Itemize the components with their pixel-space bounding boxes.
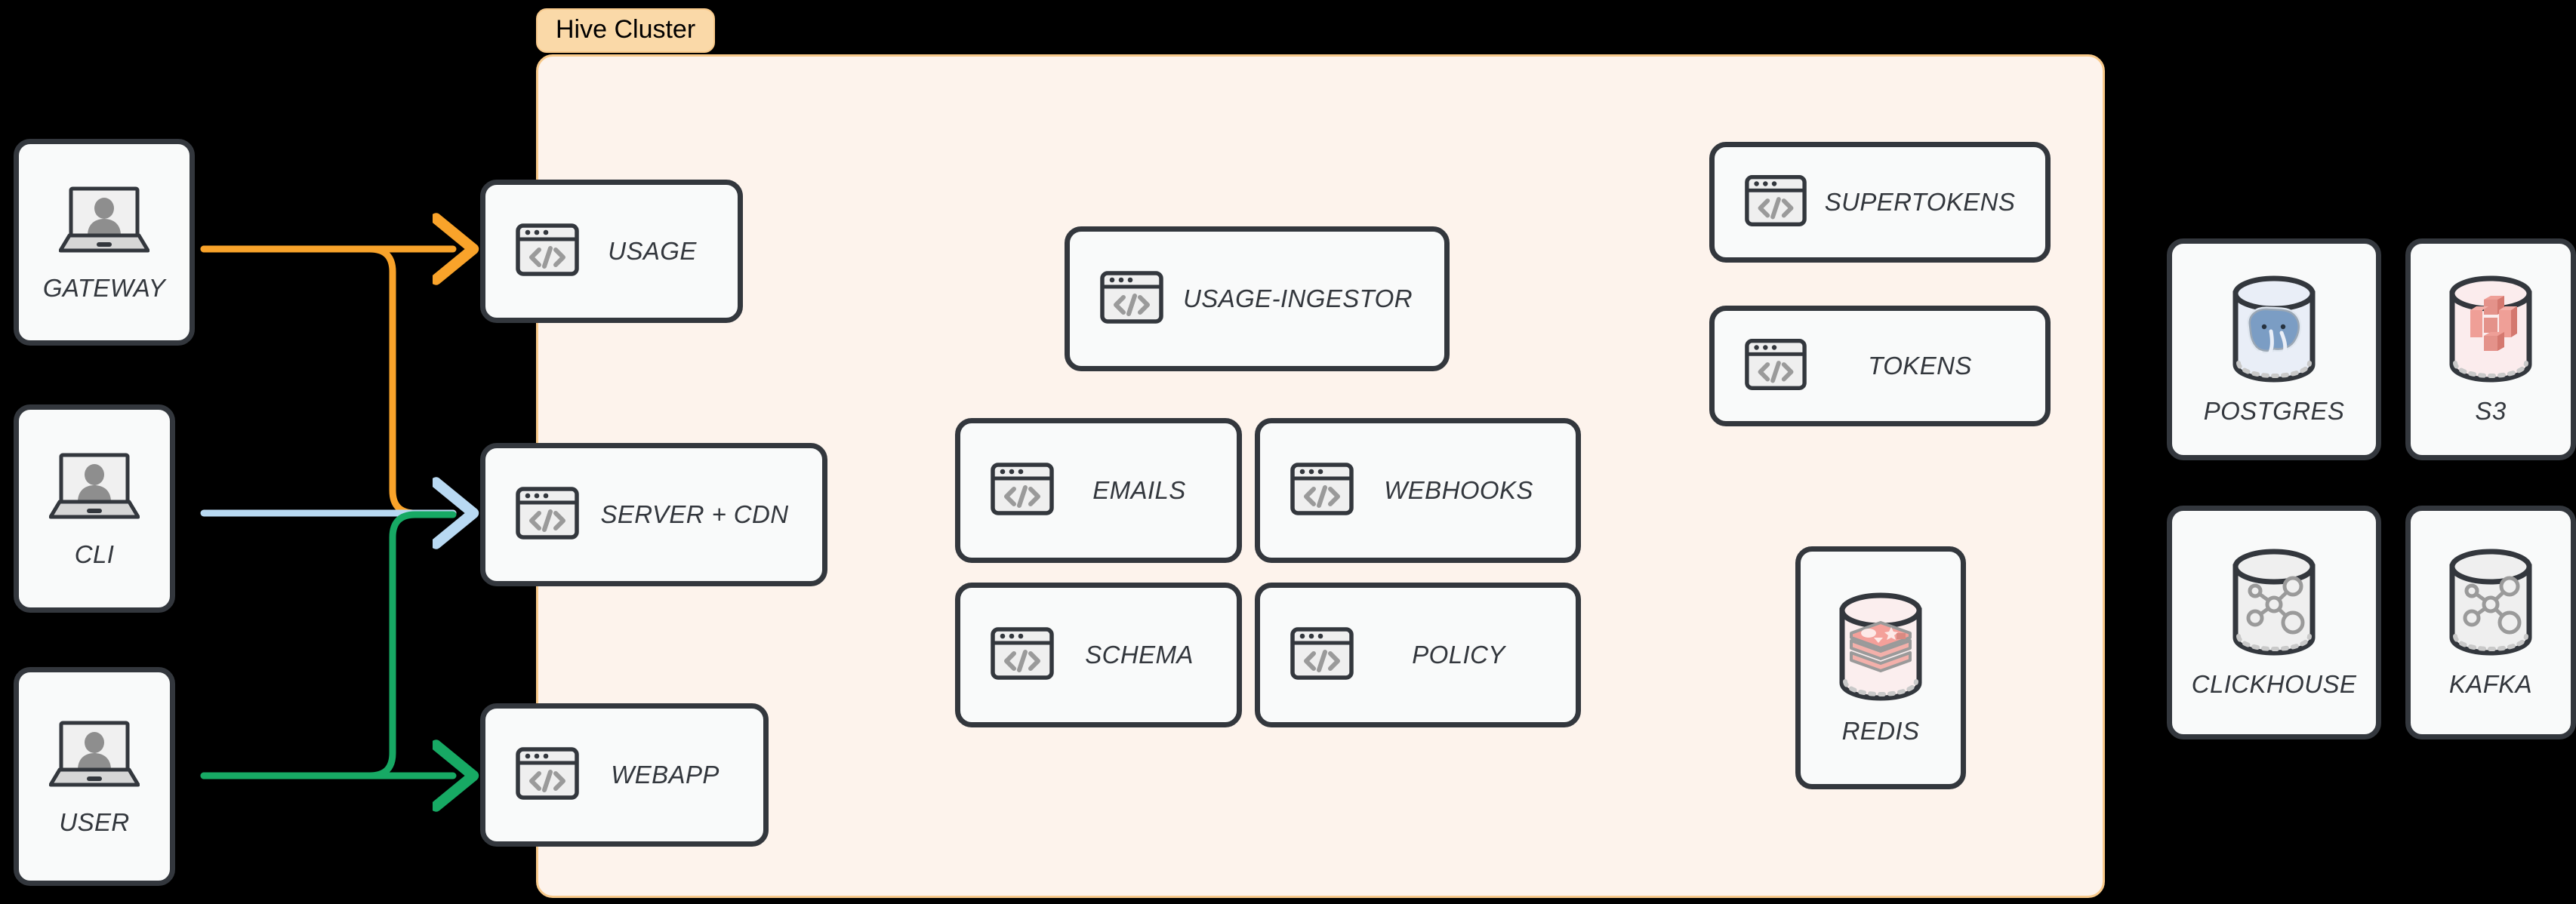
- laptop-icon: [48, 449, 140, 525]
- code-window-icon: [1289, 456, 1355, 526]
- code-window-icon: [989, 456, 1055, 526]
- service-node-usage-ingestor[interactable]: USAGE-INGESTOR: [1065, 226, 1450, 371]
- edge-gateway-to-server: [200, 245, 457, 517]
- datastore-label: CLICKHOUSE: [2191, 669, 2357, 698]
- datastore-node-redis[interactable]: REDIS: [1795, 546, 1966, 789]
- datastore-node-postgres[interactable]: POSTGRES: [2167, 238, 2381, 460]
- client-node-gateway[interactable]: GATEWAY: [14, 139, 195, 346]
- service-node-webapp[interactable]: WEBAPP: [480, 703, 769, 847]
- service-label: WEBAPP: [611, 761, 719, 789]
- service-node-emails[interactable]: EMAILS: [955, 418, 1242, 563]
- datastore-node-clickhouse[interactable]: CLICKHOUSE: [2167, 506, 2381, 739]
- code-window-icon: [514, 480, 581, 550]
- edge-user-to-server: [200, 511, 457, 779]
- service-label: POLICY: [1412, 641, 1505, 669]
- service-label: USAGE-INGESTOR: [1183, 284, 1413, 312]
- service-node-policy[interactable]: POLICY: [1255, 583, 1581, 727]
- generic-database-icon: [2439, 547, 2543, 664]
- datastore-label: KAFKA: [2448, 669, 2533, 698]
- generic-database-icon: [2222, 547, 2326, 664]
- service-node-supertokens[interactable]: SUPERTOKENS: [1709, 142, 2051, 263]
- client-node-cli[interactable]: CLI: [14, 404, 175, 613]
- code-window-icon: [514, 217, 581, 287]
- service-label: SERVER + CDN: [600, 500, 789, 528]
- service-label: SUPERTOKENS: [1824, 188, 2016, 216]
- service-node-usage[interactable]: USAGE: [480, 180, 743, 323]
- service-label: EMAILS: [1092, 476, 1186, 504]
- datastore-label: POSTGRES: [2203, 396, 2345, 425]
- redis-database-icon: [1827, 591, 1934, 709]
- code-window-icon: [514, 740, 581, 810]
- datastore-node-kafka[interactable]: KAFKA: [2405, 506, 2576, 739]
- service-node-webhooks[interactable]: WEBHOOKS: [1255, 418, 1581, 563]
- client-node-user[interactable]: USER: [14, 667, 175, 886]
- service-node-server-cdn[interactable]: SERVER + CDN: [480, 443, 827, 586]
- hive-cluster-badge: Hive Cluster: [536, 8, 716, 53]
- service-node-schema[interactable]: SCHEMA: [955, 583, 1242, 727]
- laptop-icon: [48, 717, 140, 793]
- code-window-icon: [1743, 332, 1808, 401]
- code-window-icon: [1098, 264, 1165, 334]
- laptop-icon: [58, 183, 150, 259]
- service-node-tokens[interactable]: TOKENS: [1709, 306, 2051, 426]
- client-label: USER: [59, 807, 130, 836]
- service-label: USAGE: [608, 237, 697, 265]
- datastore-label: S3: [2475, 396, 2507, 425]
- service-label: SCHEMA: [1085, 641, 1194, 669]
- client-label: GATEWAY: [42, 273, 166, 302]
- datastore-label: REDIS: [1841, 716, 1920, 745]
- code-window-icon: [989, 620, 1055, 690]
- datastore-node-s3[interactable]: S3: [2405, 238, 2576, 460]
- postgres-database-icon: [2222, 274, 2326, 391]
- s3-database-icon: [2439, 274, 2543, 391]
- service-label: WEBHOOKS: [1384, 476, 1533, 504]
- service-label: TOKENS: [1868, 352, 1972, 380]
- client-label: CLI: [74, 540, 115, 568]
- code-window-icon: [1289, 620, 1355, 690]
- code-window-icon: [1743, 168, 1808, 237]
